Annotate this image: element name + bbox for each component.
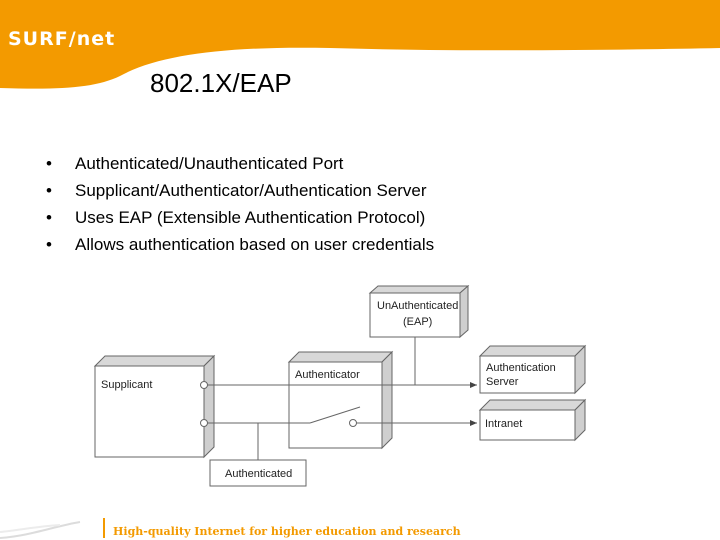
connector-dot bbox=[349, 419, 357, 427]
bullet-item: Supplicant/Authenticator/Authentication … bbox=[46, 177, 434, 204]
intranet-label: Intranet bbox=[485, 418, 522, 430]
authentication-server-box: Authentication Server bbox=[478, 344, 587, 395]
slide-title: 802.1X/EAP bbox=[150, 68, 292, 98]
connector-dot bbox=[200, 381, 208, 389]
unauthenticated-label: UnAuthenticated bbox=[377, 300, 458, 312]
switch-lever bbox=[309, 406, 361, 424]
header-band bbox=[0, 0, 720, 89]
connection-lines bbox=[204, 337, 477, 460]
surfnet-logo: SURF/net bbox=[8, 28, 116, 50]
authentication-server-label: Authentication bbox=[486, 362, 556, 374]
port-connectors bbox=[200, 381, 357, 427]
authentication-server-label-2: Server bbox=[486, 376, 519, 388]
footer-swoosh bbox=[0, 521, 81, 539]
logo-suffix: net bbox=[76, 28, 116, 50]
logo-text: SURF bbox=[8, 28, 69, 50]
authenticator-label: Authenticator bbox=[295, 369, 360, 381]
eap-label: (EAP) bbox=[403, 316, 432, 328]
bullet-item: Authenticated/Unauthenticated Port bbox=[46, 150, 434, 177]
authenticator-box: Authenticator bbox=[287, 350, 394, 450]
connector-dot bbox=[200, 419, 208, 427]
supplicant-label: Supplicant bbox=[101, 379, 152, 391]
bullet-list: Authenticated/Unauthenticated Port Suppl… bbox=[46, 150, 434, 258]
authenticated-label: Authenticated bbox=[225, 468, 292, 480]
authenticated-port-box: Authenticated bbox=[209, 459, 307, 487]
bullet-item: Uses EAP (Extensible Authentication Prot… bbox=[46, 204, 434, 231]
supplicant-box: Supplicant bbox=[93, 354, 216, 459]
bullet-item: Allows authentication based on user cred… bbox=[46, 231, 434, 258]
footer-tagline: High-quality Internet for higher educati… bbox=[113, 525, 461, 538]
footer-divider bbox=[103, 518, 105, 538]
intranet-box: Intranet bbox=[478, 398, 587, 442]
unauthenticated-port-box: UnAuthenticated (EAP) bbox=[368, 284, 470, 339]
